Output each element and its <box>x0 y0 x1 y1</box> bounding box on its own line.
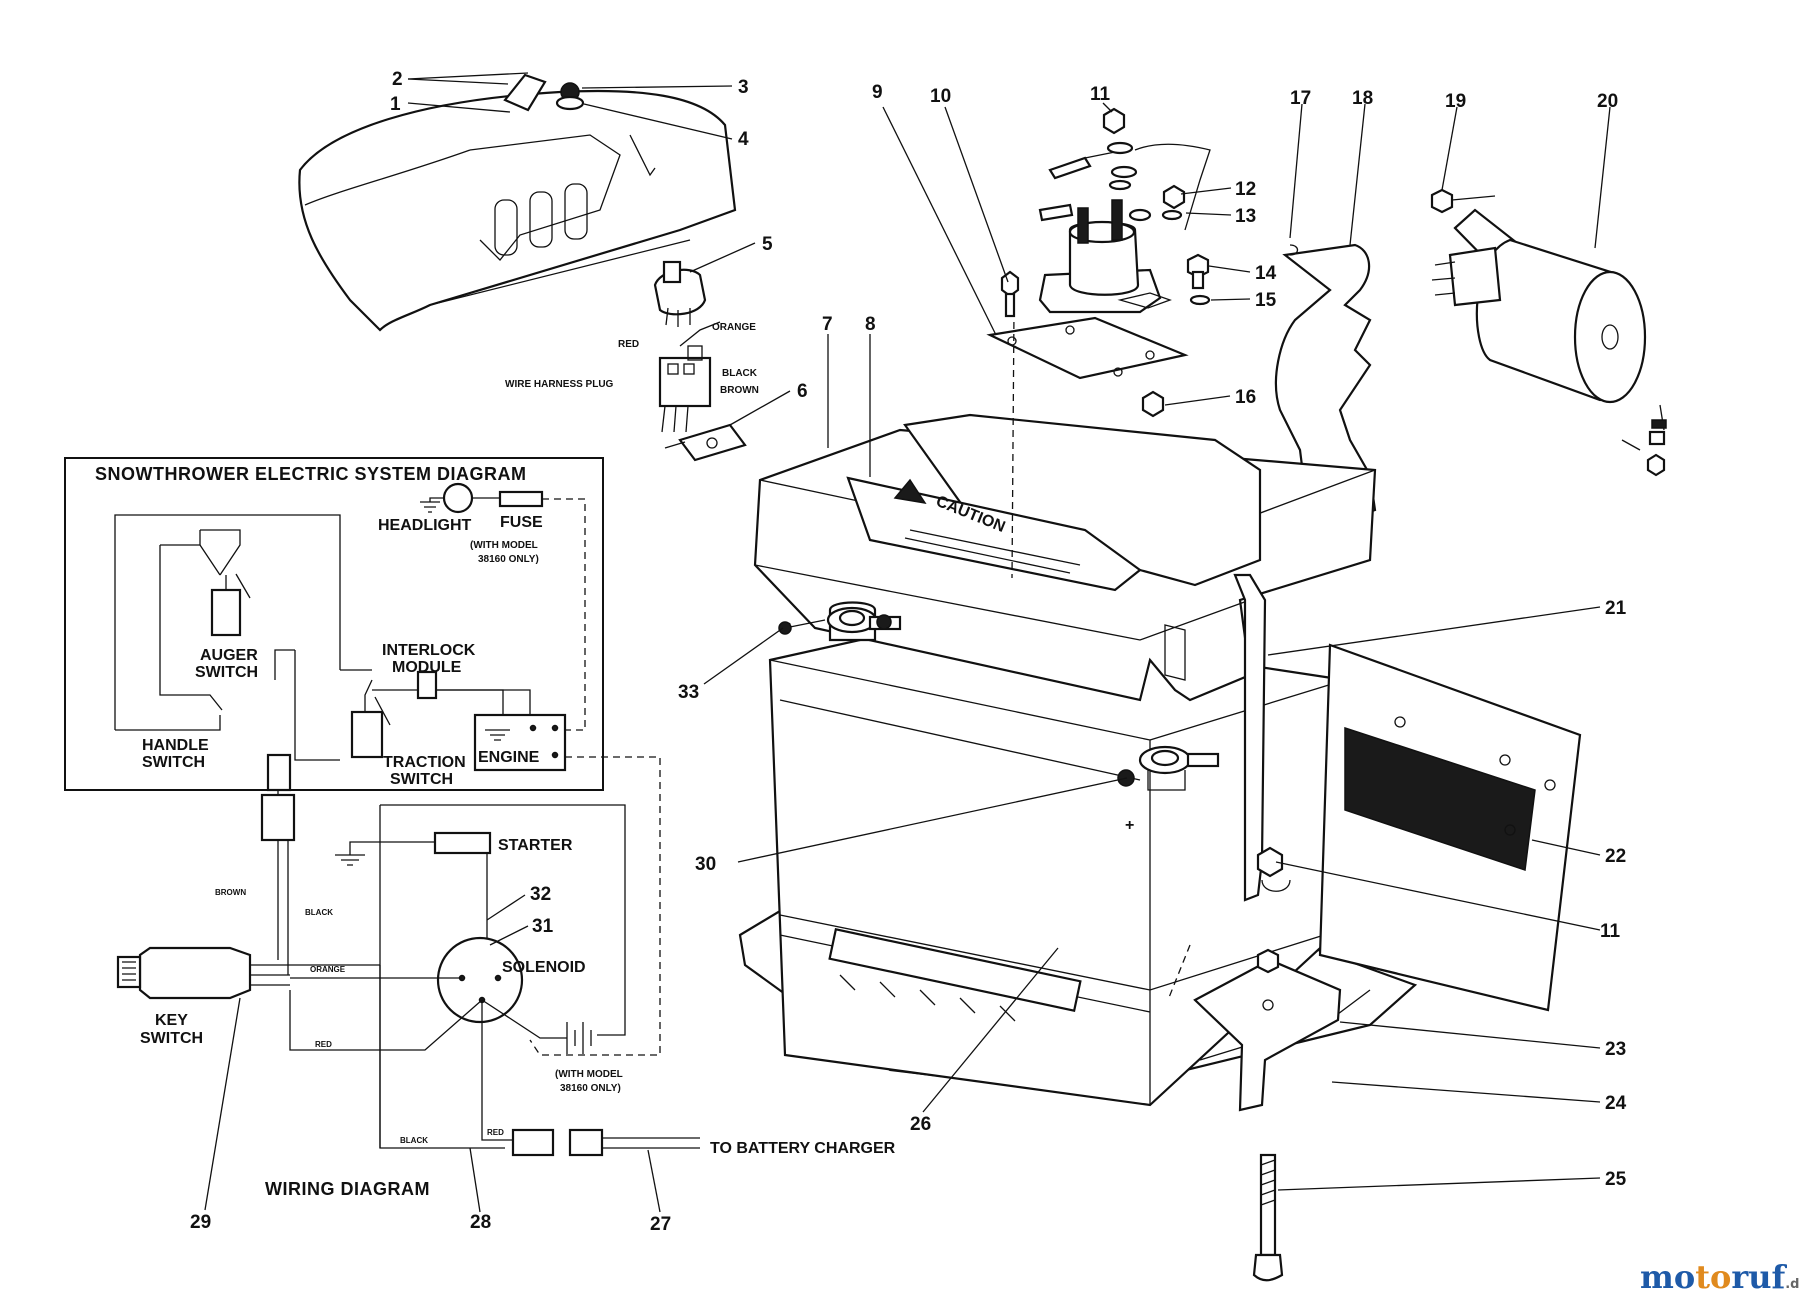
bolt-25 <box>1252 1153 1284 1282</box>
wire-brown-label: BROWN <box>215 888 246 897</box>
to-battery-charger-label: TO BATTERY CHARGER <box>710 1140 896 1157</box>
harness-plug-label: WIRE HARNESS PLUG <box>505 379 614 390</box>
battery-cover <box>753 413 1377 702</box>
callout-4: 4 <box>738 129 749 150</box>
callout-24: 24 <box>1605 1093 1627 1114</box>
callout-32: 32 <box>530 884 551 905</box>
terminal-clamps <box>778 601 1291 892</box>
callout-7: 7 <box>822 314 833 335</box>
battery-note-2: 38160 ONLY) <box>560 1083 621 1094</box>
callout-28: 28 <box>470 1212 491 1233</box>
harness-red-label: RED <box>618 339 639 350</box>
harness-black-label: BLACK <box>722 368 758 379</box>
callout-2: 2 <box>392 69 403 90</box>
key-label-1: KEY <box>155 1012 188 1029</box>
callout-15: 15 <box>1255 290 1277 311</box>
wire-red-charger-label: RED <box>487 1128 504 1137</box>
callout-8: 8 <box>865 314 876 335</box>
traction-label-1: TRACTION <box>383 754 466 771</box>
bracket-6 <box>664 423 747 462</box>
callout-14: 14 <box>1255 263 1277 284</box>
callout-13: 13 <box>1235 206 1256 227</box>
callout-19: 19 <box>1445 91 1466 112</box>
electric-system-box <box>64 457 661 1056</box>
starter-motor <box>1430 188 1667 477</box>
wiring-diagram-title: WIRING DIAGRAM <box>265 1179 430 1199</box>
auger-label-1: AUGER <box>200 647 258 664</box>
plate-22 <box>1318 643 1582 1012</box>
callout-16: 16 <box>1235 387 1256 408</box>
auger-label-2: SWITCH <box>195 664 258 681</box>
solenoid-hardware <box>1000 107 1211 418</box>
callout-5: 5 <box>762 234 773 255</box>
control-panel <box>298 89 737 332</box>
watermark-part-d: .de <box>1785 1277 1800 1292</box>
callout-21: 21 <box>1605 598 1627 619</box>
harness-brown-label: BROWN <box>720 385 759 396</box>
callout-9: 9 <box>872 82 883 103</box>
traction-label-2: SWITCH <box>390 771 453 788</box>
wire-black-upper-label: BLACK <box>305 908 333 917</box>
engine-label: ENGINE <box>478 749 540 766</box>
callout-6: 6 <box>797 381 808 402</box>
battery-note-1: (WITH MODEL <box>555 1069 623 1080</box>
callout-20: 20 <box>1597 91 1618 112</box>
wire-orange-label: ORANGE <box>310 965 346 974</box>
electric-system-title: SNOWTHROWER ELECTRIC SYSTEM DIAGRAM <box>95 464 527 484</box>
callout-30: 30 <box>695 854 716 875</box>
wire-harness-plug <box>658 321 721 433</box>
handle-label-1: HANDLE <box>142 737 209 754</box>
handle-label-2: SWITCH <box>142 754 205 771</box>
key <box>503 73 585 112</box>
callout-3: 3 <box>738 77 749 98</box>
callout-22: 22 <box>1605 846 1626 867</box>
fuse-note-2: 38160 ONLY) <box>478 554 539 565</box>
callout-23: 23 <box>1605 1039 1626 1060</box>
callout-33: 33 <box>678 682 699 703</box>
holddown-bracket <box>1193 948 1342 1112</box>
callout-12: 12 <box>1235 179 1256 200</box>
watermark-part-c: ruf <box>1731 1258 1786 1296</box>
wiring-diagram <box>116 804 700 1157</box>
battery-plus-label: + <box>1125 817 1134 834</box>
fuse-label: FUSE <box>500 514 543 531</box>
wire-red-lower-label: RED <box>315 1040 332 1049</box>
watermark-part-b: to <box>1695 1258 1732 1296</box>
callout-29: 29 <box>190 1212 211 1233</box>
key-switch-part <box>653 260 707 327</box>
callout-11-top: 11 <box>1090 84 1111 105</box>
wire-black-lower-label: BLACK <box>400 1136 428 1145</box>
key-label-2: SWITCH <box>140 1030 203 1047</box>
starter-label: STARTER <box>498 837 573 854</box>
callout-10: 10 <box>930 86 951 107</box>
solenoid-assembly <box>986 199 1189 380</box>
battery <box>768 618 1347 1107</box>
fuse-note-1: (WITH MODEL <box>470 540 538 551</box>
callout-17: 17 <box>1290 88 1311 109</box>
battery-strap <box>1233 573 1267 902</box>
site-watermark: motoruf.de <box>1640 1258 1800 1296</box>
harness-orange-label: ORANGE <box>712 322 756 333</box>
interlock-label-2: MODULE <box>392 659 462 676</box>
callout-25: 25 <box>1605 1169 1627 1190</box>
callout-27: 27 <box>650 1214 671 1235</box>
headlight-label: HEADLIGHT <box>378 517 472 534</box>
callout-26: 26 <box>910 1114 931 1135</box>
callout-leaders <box>407 72 1611 1191</box>
callout-numbers: 1 2 3 4 5 6 7 8 9 10 11 11 12 13 14 15 1… <box>190 69 1627 1235</box>
interlock-label-1: INTERLOCK <box>382 642 476 659</box>
callout-1: 1 <box>390 94 401 115</box>
solenoid-label: SOLENOID <box>502 959 586 976</box>
callout-31: 31 <box>532 916 554 937</box>
callout-18: 18 <box>1352 88 1373 109</box>
callout-11-lower: 11 <box>1600 921 1621 942</box>
callout-leaders-lower <box>204 894 661 1213</box>
watermark-part-a: mo <box>1640 1258 1696 1296</box>
